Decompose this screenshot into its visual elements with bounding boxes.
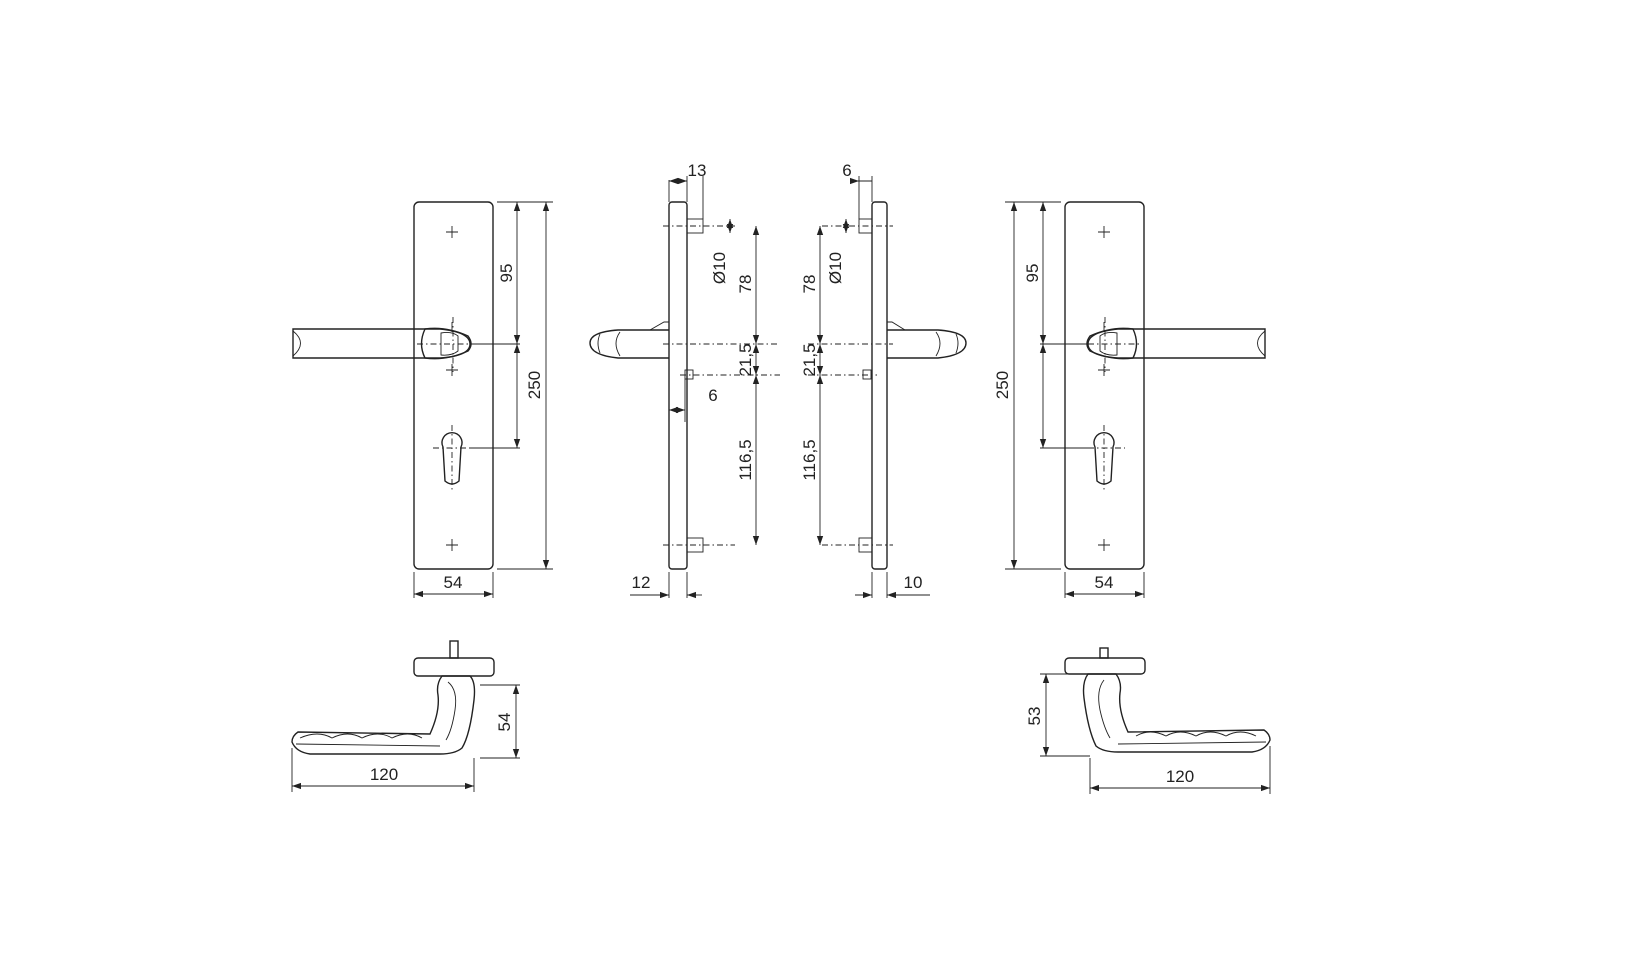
screw-hole-mark bbox=[446, 226, 458, 551]
dimension-label: 95 bbox=[497, 264, 516, 283]
lever-handle-side bbox=[589, 321, 669, 359]
backplate-outline bbox=[413, 201, 494, 570]
dimension-label: 21,5 bbox=[800, 343, 819, 376]
cylinder-keyhole bbox=[1093, 431, 1115, 485]
dimension-label: 54 bbox=[444, 573, 463, 592]
lever-handle-top bbox=[1082, 673, 1271, 753]
backplate-side-outline bbox=[668, 201, 688, 570]
backplate-side-outline bbox=[871, 201, 888, 570]
dimension-label: 250 bbox=[525, 371, 544, 399]
lever-handle-side bbox=[887, 321, 967, 359]
dimension-label: 10 bbox=[904, 573, 923, 592]
dimension-label: 6 bbox=[708, 386, 717, 405]
dimension-label: 78 bbox=[736, 275, 755, 294]
side-view-right: 6 Ø10 78 21,5 116,5 10 bbox=[800, 161, 967, 599]
top-view-right: 53 120 bbox=[1025, 647, 1271, 794]
dimension-label: 12 bbox=[632, 573, 651, 592]
dimension-label: 116,5 bbox=[800, 439, 819, 480]
lever-handle-top bbox=[291, 675, 476, 755]
spindle-stub bbox=[1099, 647, 1109, 659]
top-view-left: 54 120 bbox=[291, 640, 520, 792]
dimension-label: Ø10 bbox=[710, 252, 729, 284]
dimension-label: 54 bbox=[1095, 573, 1114, 592]
dimension-label: Ø10 bbox=[826, 252, 845, 284]
side-view-left: 13 Ø10 78 21,5 116,5 6 12 bbox=[589, 161, 780, 599]
dimension-label: 116,5 bbox=[736, 439, 755, 480]
rosette-outline bbox=[1064, 657, 1146, 675]
screw-hole-mark bbox=[1098, 226, 1110, 551]
stud-mark bbox=[858, 218, 873, 553]
dimension-label: 54 bbox=[495, 713, 514, 732]
front-view-right: 95 250 54 bbox=[993, 201, 1266, 598]
rosette-outline bbox=[413, 657, 495, 677]
lever-handle-front bbox=[1086, 327, 1266, 360]
dimension-label: 6 bbox=[842, 161, 851, 180]
dimension-label: 120 bbox=[1166, 767, 1194, 786]
dimension-label: 95 bbox=[1023, 264, 1042, 283]
cylinder-keyhole bbox=[441, 431, 463, 485]
backplate-outline bbox=[1064, 201, 1145, 570]
front-view-left: 95 250 54 bbox=[292, 201, 553, 598]
dimension-label: 13 bbox=[688, 161, 707, 180]
dimension-label: 53 bbox=[1025, 707, 1044, 726]
dimension-label: 250 bbox=[993, 371, 1012, 399]
dimension-label: 78 bbox=[800, 275, 819, 294]
dimension-label: 120 bbox=[370, 765, 398, 784]
spindle-stub bbox=[449, 640, 459, 659]
dimension-label: 21,5 bbox=[736, 343, 755, 376]
lever-handle-front bbox=[292, 327, 472, 360]
